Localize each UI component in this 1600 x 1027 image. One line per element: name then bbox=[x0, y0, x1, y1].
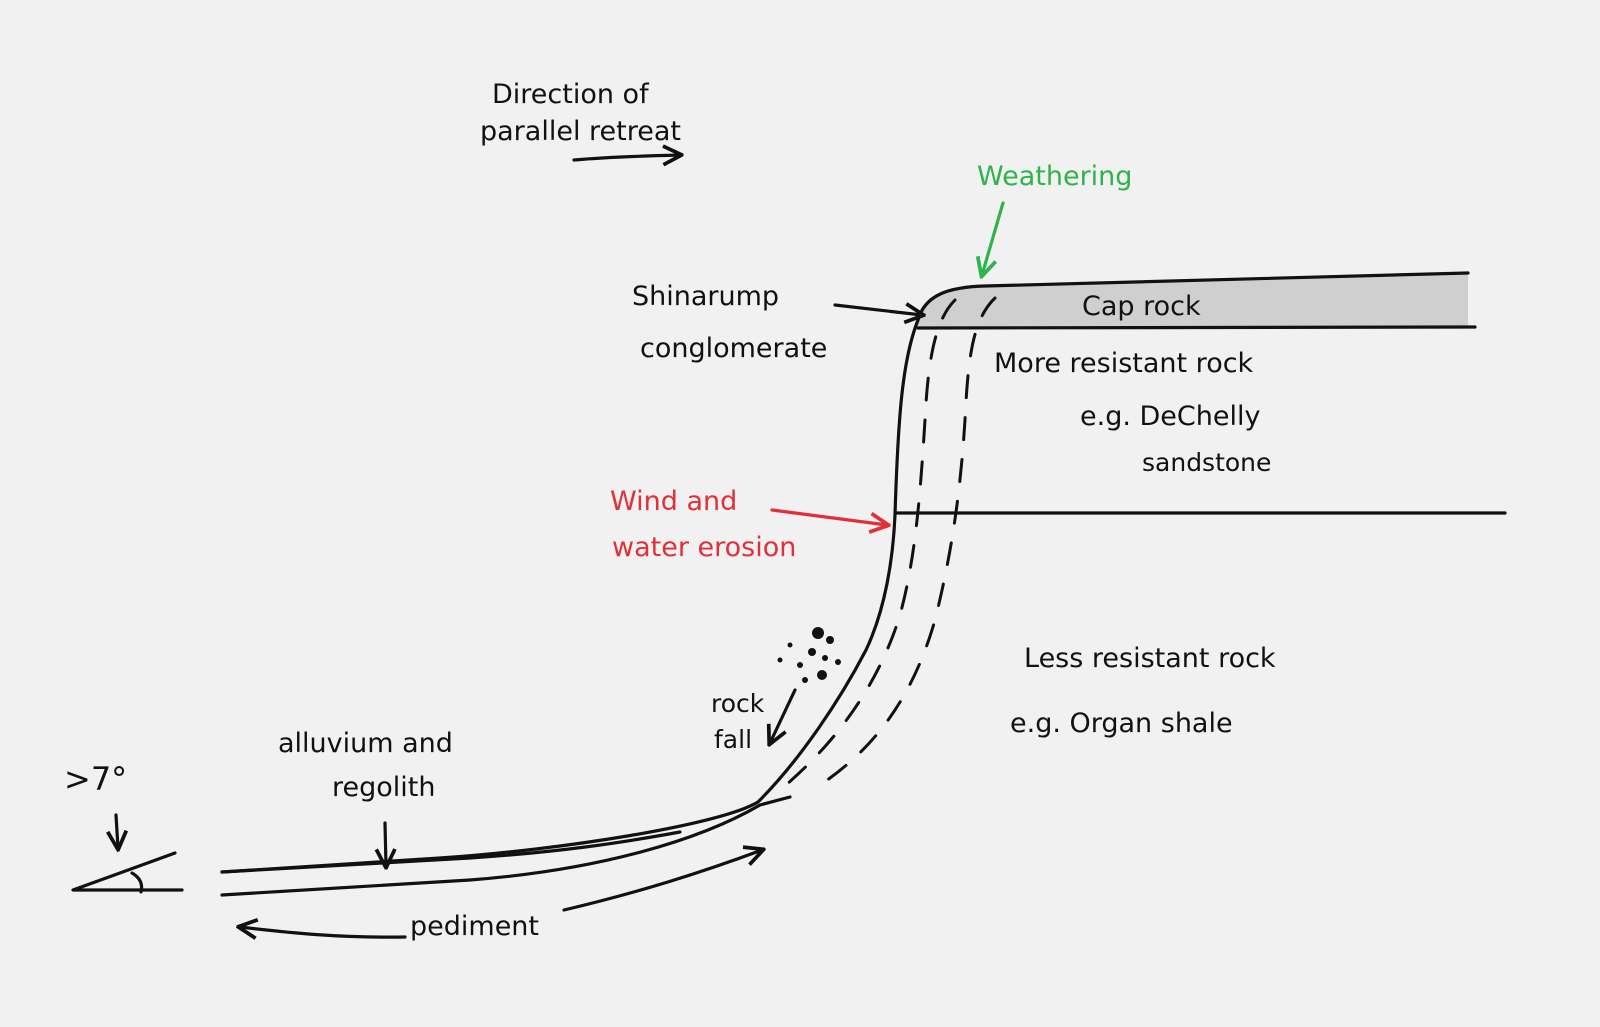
rock-fall-label-line1: rock bbox=[711, 689, 765, 718]
rock-fall-arrow bbox=[770, 688, 797, 743]
alluvium-label-line1: alluvium and bbox=[278, 728, 453, 759]
less-resistant-label: Less resistant rock bbox=[1024, 643, 1276, 674]
angle-lines bbox=[71, 851, 184, 892]
shinarump-arrow bbox=[833, 305, 922, 315]
alluvium-top-line bbox=[220, 830, 682, 874]
scarp-face-line bbox=[220, 318, 920, 874]
rock-fall-label-line2: fall bbox=[714, 725, 752, 754]
angle-arc bbox=[130, 871, 144, 894]
cap-rock-base-line bbox=[916, 325, 1477, 330]
pediment-arrow-left bbox=[240, 927, 407, 937]
direction-label-line2: parallel retreat bbox=[480, 116, 681, 147]
angle-arrow bbox=[116, 813, 118, 848]
direction-label-line1: Direction of bbox=[492, 79, 650, 110]
alluvium-label-line2: regolith bbox=[332, 772, 435, 803]
cap-rock-label: Cap rock bbox=[1082, 291, 1201, 322]
more-resistant-label: More resistant rock bbox=[994, 348, 1254, 379]
angle-label: >7° bbox=[64, 760, 127, 798]
erosion-arrow bbox=[770, 508, 887, 525]
pediment-label: pediment bbox=[410, 911, 539, 942]
weathering-arrow bbox=[982, 201, 1005, 275]
direction-arrow bbox=[572, 155, 680, 160]
wind-label-line2: water erosion bbox=[612, 532, 796, 563]
wind-label-line1: Wind and bbox=[610, 486, 737, 517]
former-scarp-dashed-1 bbox=[778, 298, 957, 792]
dechelly-label-line1: e.g. DeChelly bbox=[1080, 401, 1260, 432]
pediment-surface-line bbox=[220, 795, 792, 897]
alluvium-arrow bbox=[385, 821, 386, 866]
rock-fall-debris bbox=[777, 627, 841, 683]
weathering-label: Weathering bbox=[977, 161, 1132, 192]
organ-shale-label: e.g. Organ shale bbox=[1010, 708, 1233, 739]
shinarump-label-line2: conglomerate bbox=[640, 333, 827, 364]
former-scarp-dashed-2 bbox=[818, 296, 997, 787]
dechelly-label-line2: sandstone bbox=[1142, 448, 1271, 477]
cap-rock-band bbox=[918, 273, 1468, 328]
shinarump-label-line1: Shinarump bbox=[632, 281, 779, 312]
pediment-arrow-right bbox=[562, 850, 762, 912]
